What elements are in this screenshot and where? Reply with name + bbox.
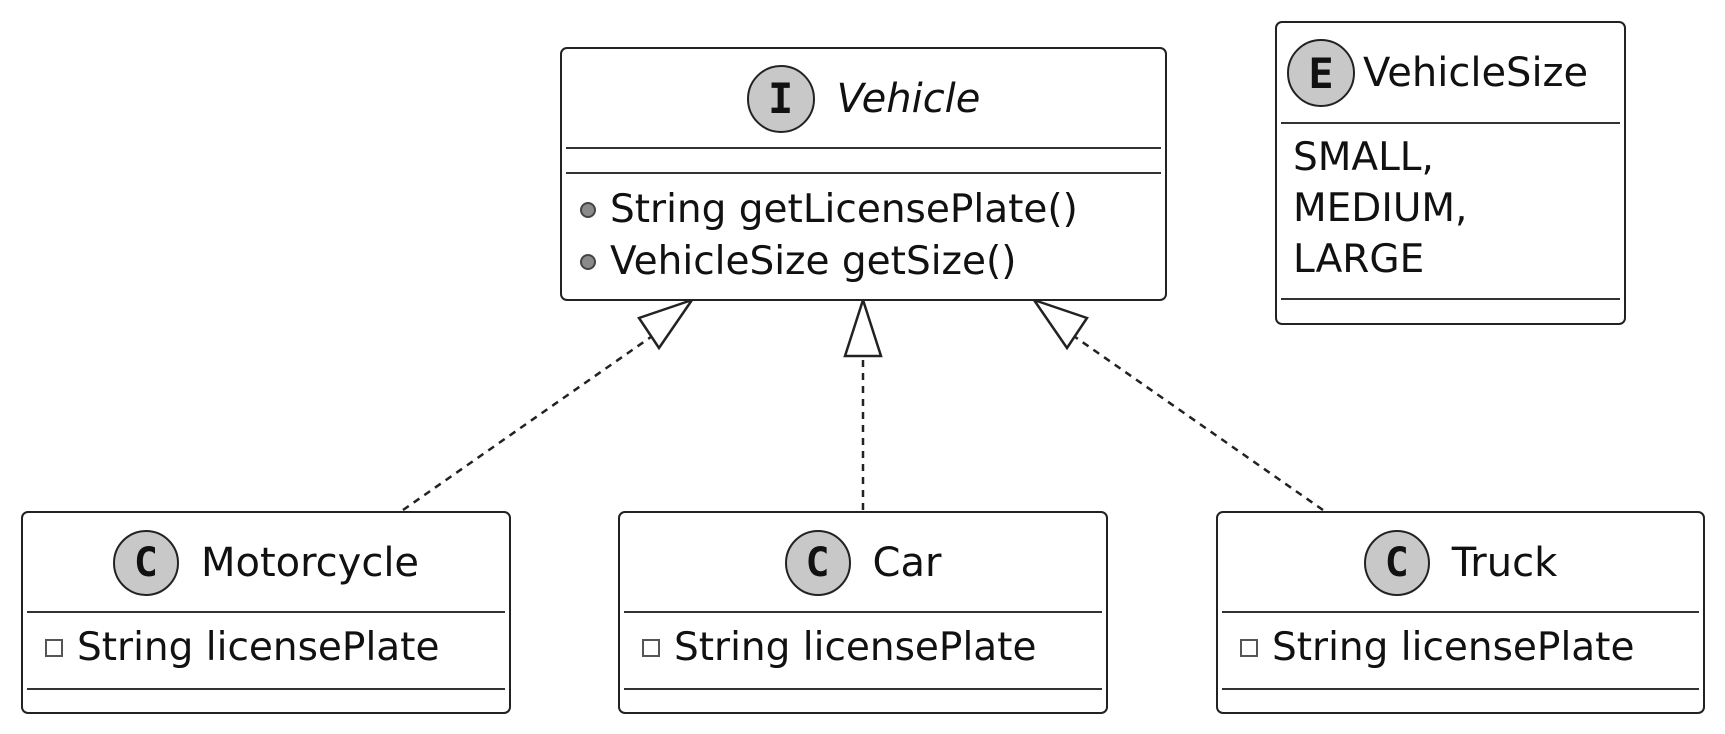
public-method-icon — [580, 201, 596, 218]
field-row: String licensePlate — [1240, 625, 1634, 670]
divider — [1281, 122, 1620, 124]
vehicle-title: Vehicle — [836, 75, 981, 122]
motorcycle-title: Motorcycle — [200, 539, 420, 586]
method-get-license-plate: String getLicensePlate() — [610, 187, 1078, 232]
divider — [1281, 298, 1620, 300]
class-badge-icon: C — [1363, 529, 1430, 596]
enum-value-medium: MEDIUM, — [1293, 186, 1468, 231]
car-class[interactable]: C Car String licensePlate — [618, 511, 1108, 714]
field-license-plate: String licensePlate — [77, 625, 440, 670]
divider — [624, 611, 1102, 613]
public-method-icon — [580, 253, 596, 270]
class-badge-icon: C — [112, 529, 179, 596]
interface-badge-icon: I — [746, 64, 815, 133]
edge-truck-vehicle — [1067, 330, 1324, 512]
private-field-icon — [642, 638, 660, 657]
enum-value-large: LARGE — [1293, 237, 1425, 282]
vehicle-interface[interactable]: I Vehicle String getLicensePlate() Vehic… — [560, 47, 1167, 301]
field-row: String licensePlate — [45, 625, 439, 670]
field-license-plate: String licensePlate — [1272, 625, 1635, 670]
divider — [566, 172, 1161, 174]
method-row: String getLicensePlate() — [580, 187, 1078, 232]
car-header: C Car — [620, 513, 1106, 612]
divider — [624, 688, 1102, 690]
divider — [1222, 611, 1699, 613]
arrowhead-truck-vehicle — [1030, 297, 1089, 351]
divider — [27, 688, 505, 690]
field-license-plate: String licensePlate — [674, 625, 1037, 670]
field-row: String licensePlate — [642, 625, 1036, 670]
divider — [1222, 688, 1699, 690]
private-field-icon — [45, 638, 63, 657]
divider — [566, 147, 1161, 149]
enum-title: VehicleSize — [1363, 50, 1589, 96]
divider — [27, 611, 505, 613]
vehicle-size-enum[interactable]: E VehicleSize SMALL, MEDIUM, LARGE — [1275, 21, 1626, 325]
motorcycle-class[interactable]: C Motorcycle String licensePlate — [21, 511, 511, 714]
arrowhead-car-vehicle — [843, 295, 883, 358]
arrowhead-motorcycle-vehicle — [637, 297, 696, 351]
truck-title: Truck — [1451, 539, 1558, 586]
car-title: Car — [872, 539, 942, 586]
motorcycle-header: C Motorcycle — [23, 513, 509, 612]
enum-value-small: SMALL, — [1293, 135, 1434, 180]
edge-motorcycle-vehicle — [402, 330, 659, 512]
private-field-icon — [1240, 638, 1258, 657]
truck-class[interactable]: C Truck String licensePlate — [1216, 511, 1705, 714]
class-badge-icon: C — [784, 529, 851, 596]
method-get-size: VehicleSize getSize() — [610, 239, 1017, 284]
enum-badge-icon: E — [1287, 39, 1355, 107]
enum-header: E VehicleSize — [1277, 23, 1624, 123]
vehicle-header: I Vehicle — [562, 49, 1165, 148]
method-row: VehicleSize getSize() — [580, 239, 1016, 284]
truck-header: C Truck — [1218, 513, 1703, 612]
